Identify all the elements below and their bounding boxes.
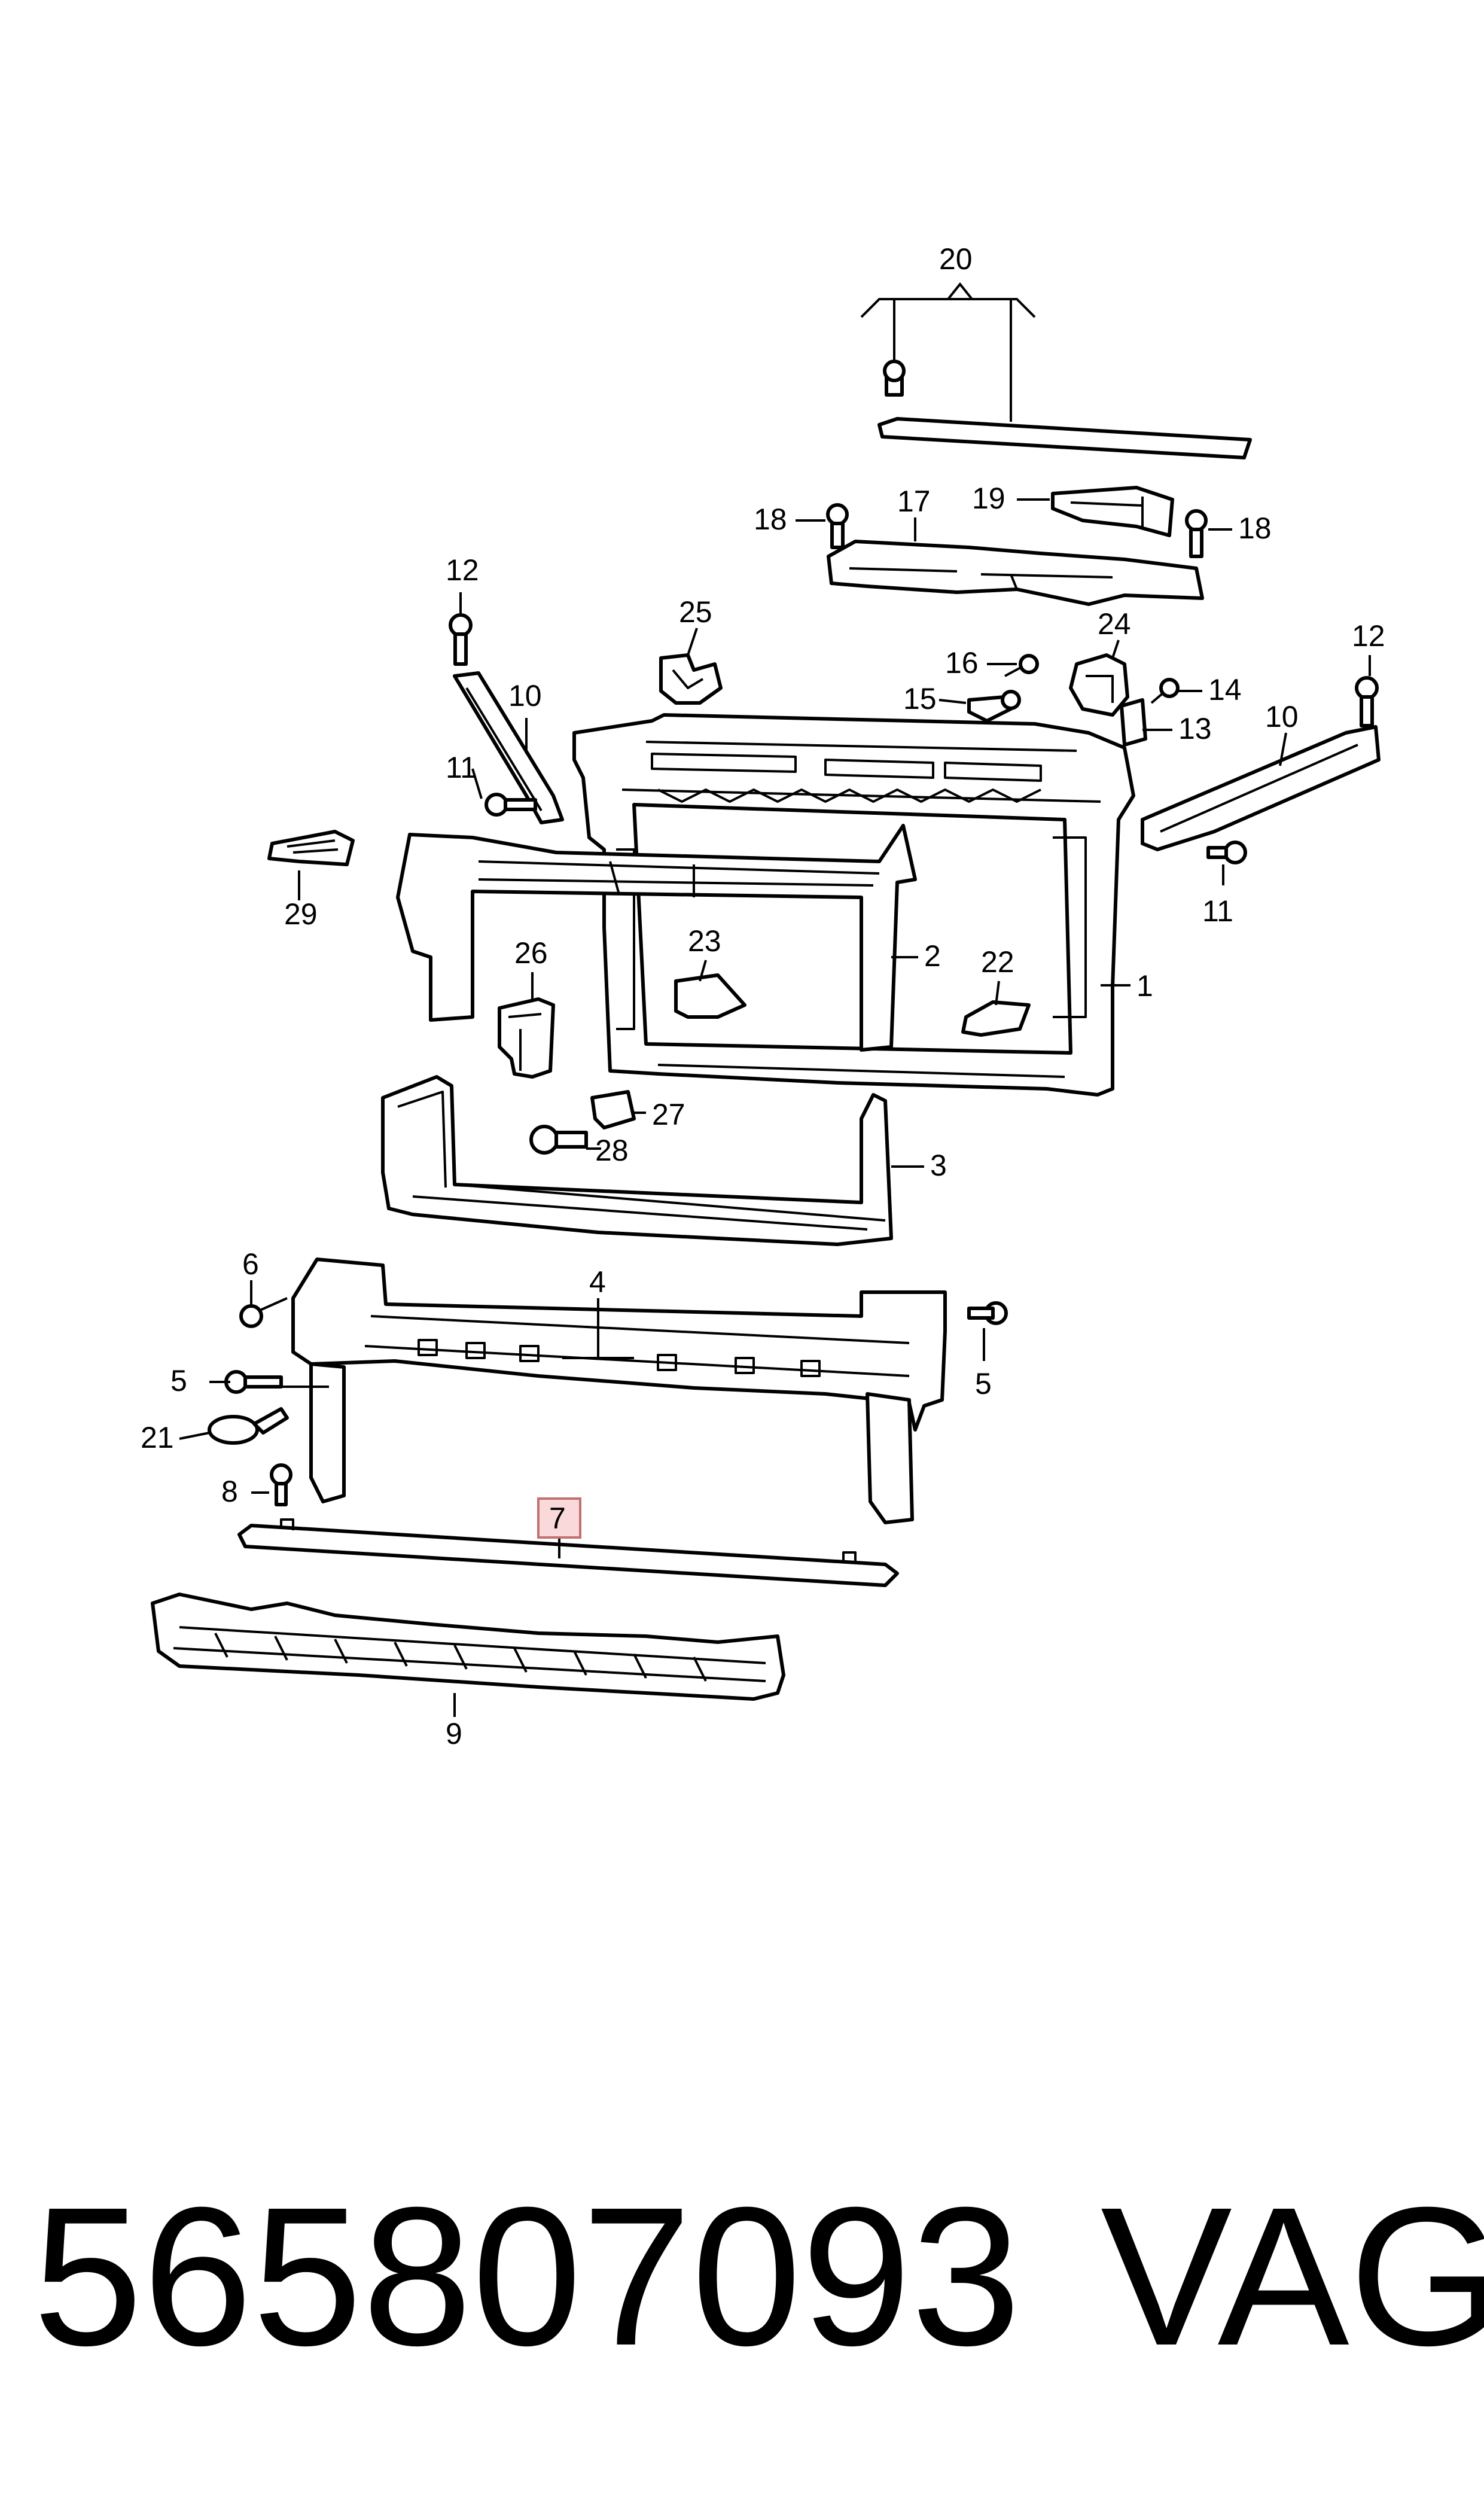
callout-11-left: 11 [446,751,477,784]
part-3-lower-frame [381,1075,893,1246]
part-2-cross-member [396,824,917,1052]
part-17-bracket [827,486,1204,606]
screw-18-right [1185,509,1208,558]
part-26-bracket [498,997,555,1079]
screw-11-right [1206,841,1247,864]
callout-10-left: 10 [508,679,542,713]
screw-5-right [967,1301,1008,1325]
callout-29: 29 [284,897,318,931]
callout-7-highlight [537,1497,581,1539]
callout-19: 19 [972,482,1005,515]
callout-6: 6 [242,1247,259,1281]
callout-8: 8 [221,1475,238,1508]
callout-15: 15 [903,682,937,715]
part-27-nut [590,1090,636,1129]
part-29-cap [267,830,355,866]
screw-16 [1004,654,1039,677]
callout-1: 1 [1136,969,1153,1003]
part-20-strip [860,282,1252,459]
screw-6 [239,1297,288,1328]
callout-22: 22 [981,945,1014,979]
screw-18-left [826,503,849,549]
screw-12-right [1355,676,1379,727]
callout-12-right: 12 [1352,619,1385,653]
part-15-fastener [967,690,1021,723]
brand-label: VAG [1101,2166,1484,2386]
towing-eye-21 [208,1407,289,1445]
callout-labels: 20 18 17 19 18 12 25 24 12 16 14 10 15 1… [141,242,1385,1750]
callout-5-left: 5 [170,1364,187,1397]
callout-12-left: 12 [446,553,479,587]
callout-4: 4 [589,1265,606,1299]
leader-lines [179,498,1371,1717]
callout-18-left: 18 [754,503,787,536]
part-23-bracket [674,973,746,1019]
callout-26: 26 [514,936,548,970]
screw-28 [529,1125,588,1155]
screw-11-left [484,793,537,817]
callout-20: 20 [939,242,973,276]
part-1-front-carrier [572,713,1135,1097]
callout-21: 21 [141,1421,174,1454]
callout-17: 17 [897,485,931,518]
part-4-bumper-crossmember [291,1258,947,1524]
screw-14 [1150,678,1180,704]
callout-28: 28 [595,1134,629,1167]
callout-14: 14 [1208,673,1242,707]
part-13-bracket [1120,698,1147,747]
callout-10-right: 10 [1265,700,1299,733]
callout-27: 27 [652,1098,685,1131]
callout-3: 3 [930,1149,947,1182]
callout-13: 13 [1178,712,1212,745]
part-7-reinforcement [237,1518,899,1587]
part-10-right-strut [1141,725,1381,851]
part-24-bracket [1069,653,1129,717]
part-10-left-strut [453,671,564,824]
callout-24: 24 [1098,607,1131,641]
screw-8 [270,1463,292,1506]
callout-11-right: 11 [1202,894,1233,928]
callout-18-right: 18 [1238,511,1272,545]
callout-25: 25 [679,595,712,629]
callout-7: 7 [549,1502,566,1535]
callout-16: 16 [945,646,979,680]
part-22-bracket [961,1000,1031,1037]
callout-23: 23 [688,924,721,958]
screw-5-left [224,1370,283,1394]
part-9-absorber [151,1593,785,1701]
callout-5-right: 5 [975,1367,992,1400]
screw-12-left [449,613,473,666]
part-25-clip [659,653,723,705]
callout-2: 2 [924,939,941,973]
part-number: 565807093 [33,2166,1021,2386]
callout-9: 9 [446,1717,462,1750]
